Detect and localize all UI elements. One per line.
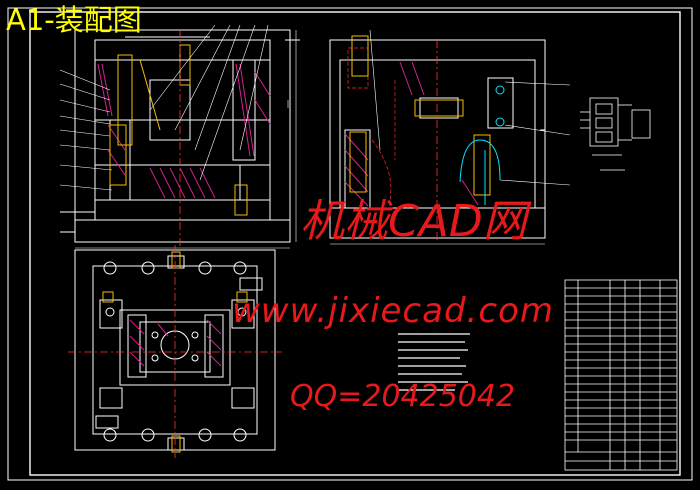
plan-yellow-details bbox=[102, 251, 248, 453]
side-cyan-details bbox=[459, 85, 505, 205]
drawing-title: A1-装配图 bbox=[6, 3, 142, 37]
watermark-url: www.jixiecad.com bbox=[232, 291, 554, 331]
front-yellow-details bbox=[109, 44, 248, 216]
side-section-view bbox=[329, 39, 546, 239]
plan-hatch bbox=[129, 319, 222, 367]
watermark-qq: QQ=20425042 bbox=[290, 379, 516, 414]
plan-screw-holes bbox=[103, 261, 247, 442]
side-yellow-details bbox=[349, 35, 491, 196]
front-section-hatch bbox=[97, 63, 271, 199]
inner-frame bbox=[29, 11, 681, 476]
front-leader-lines bbox=[59, 24, 269, 191]
outer-frame bbox=[7, 7, 693, 481]
plan-centerlines bbox=[68, 245, 282, 458]
part-detail-view bbox=[580, 97, 651, 171]
watermark-site-name: 机械CAD网 bbox=[300, 196, 527, 247]
front-dimensions bbox=[75, 30, 297, 249]
side-section-hatch bbox=[344, 61, 479, 207]
side-leader-lines bbox=[369, 29, 571, 186]
parts-list-table bbox=[564, 279, 678, 471]
technical-notes bbox=[398, 333, 470, 391]
